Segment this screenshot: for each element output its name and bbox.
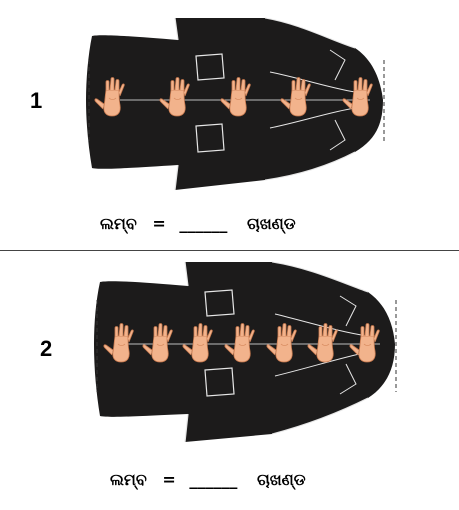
- unit-label: ଚାଖଣ୍ଡ: [256, 470, 306, 489]
- length-equation: ଲମ୍ବ = ______ ଚାଖଣ୍ଡ: [100, 214, 296, 234]
- answer-blank: ______: [179, 214, 228, 233]
- panel-2: 2 ଲମ୍ବ = ______ ଚାଖଣ୍ଡ: [0, 252, 459, 510]
- panel-number: 1: [30, 88, 43, 113]
- length-equation: ଲମ୍ବ = ______ ଚାଖଣ୍ଡ: [110, 470, 306, 490]
- equals-sign: =: [162, 470, 176, 489]
- coat-illustration: [94, 261, 397, 443]
- unit-label: ଚାଖଣ୍ଡ: [246, 214, 296, 233]
- panel-divider: [0, 250, 459, 251]
- panel-1: 1 ଲମ୍ବ = ______ ଚାଖଣ୍ଡ: [0, 0, 459, 250]
- length-label: ଲମ୍ବ: [100, 214, 137, 233]
- length-label: ଲମ୍ବ: [110, 470, 147, 489]
- coat-illustration: [86, 17, 385, 191]
- answer-blank: ______: [189, 470, 238, 489]
- equals-sign: =: [152, 214, 166, 233]
- panel-number: 2: [40, 336, 53, 361]
